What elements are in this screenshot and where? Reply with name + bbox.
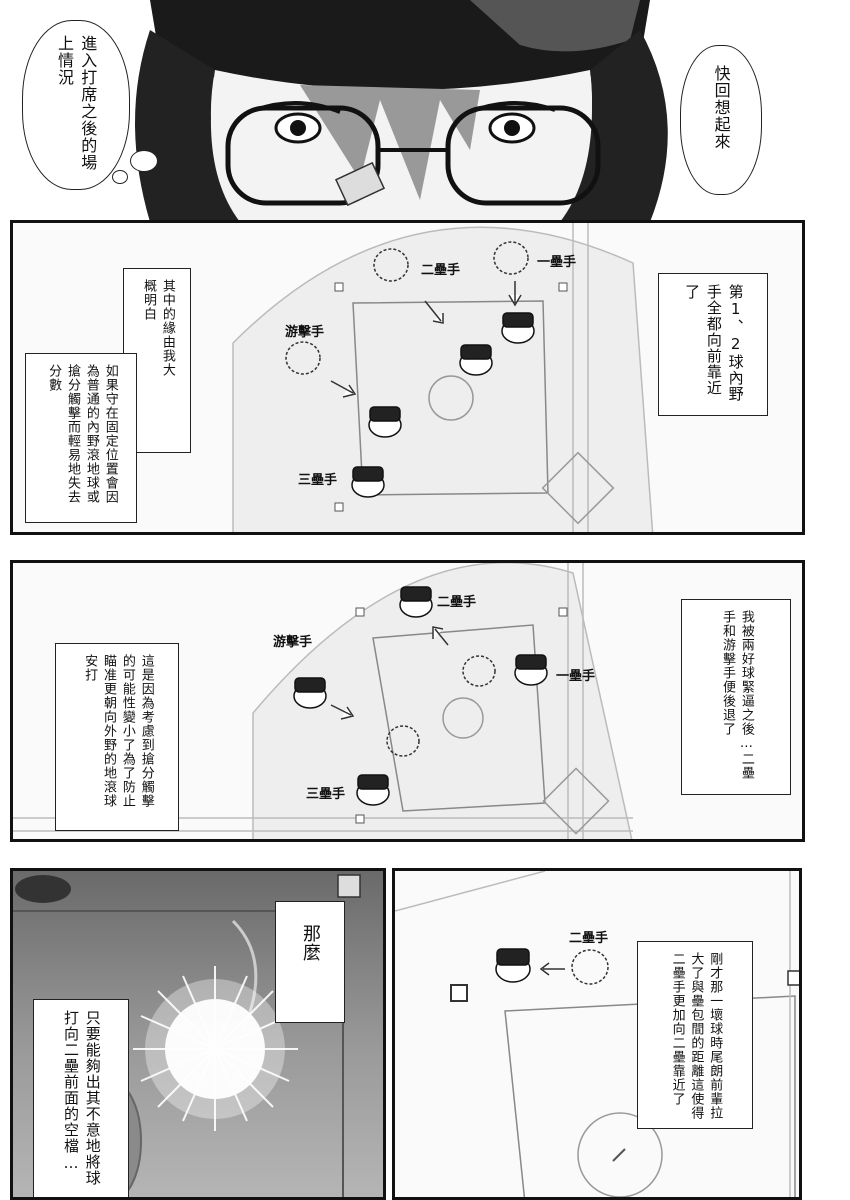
top-face-scene: 進入打席之後的場上情況 快回想起來 bbox=[0, 0, 850, 222]
speech-bubble: 快回想起來 bbox=[680, 45, 762, 195]
thought-bubble-tail-small bbox=[112, 170, 128, 184]
caption-infield-back: 我被兩好球緊逼之後…二壘手和游擊手便後退了 bbox=[681, 599, 791, 795]
thought-bubble: 進入打席之後的場上情況 bbox=[22, 20, 130, 190]
caption-then: 那麼 bbox=[275, 901, 345, 1023]
label-shortstop: 游擊手 bbox=[273, 635, 313, 650]
panel-second-baseman: 二壘手 剛才那一壞球時尾朗前輩拉大了與壘包間的距離這使得二壘手更加向二壘靠近了 bbox=[392, 868, 802, 1200]
thought-bubble-text: 進入打席之後的場上情況 bbox=[55, 35, 98, 171]
caption-explanation: 如果守在固定位置會因為普通的內野滾地球或搶分觸擊而輕易地失去分數 bbox=[25, 353, 137, 523]
label-first-base: 一壘手 bbox=[537, 255, 577, 270]
label-third-base: 三壘手 bbox=[306, 787, 346, 802]
caption-lead-off: 剛才那一壞球時尾朗前輩拉大了與壘包間的距離這使得二壘手更加向二壘靠近了 bbox=[637, 941, 753, 1129]
caption-hit-gap: 只要能夠出其不意地將球打向二壘前面的空檔… bbox=[33, 999, 129, 1197]
panel-burst: 那麼 只要能夠出其不意地將球打向二壘前面的空檔… bbox=[10, 868, 386, 1200]
burst-illustration bbox=[13, 874, 361, 1197]
panel-infield-forward: 二壘手 一壘手 游擊手 三壘手 第1、2球內野手全都向前靠近了 其中的緣由我大概… bbox=[10, 220, 805, 535]
field-diagram-1 bbox=[232, 223, 654, 532]
face-illustration bbox=[135, 0, 668, 222]
panel-infield-back: 二壘手 一壘手 游擊手 三壘手 我被兩好球緊逼之後…二壘手和游擊手便後退了 這是… bbox=[10, 560, 805, 842]
label-second-base: 二壘手 bbox=[421, 263, 461, 278]
label-first-base: 一壘手 bbox=[556, 669, 596, 684]
thought-bubble-tail-large bbox=[130, 150, 158, 172]
label-shortstop: 游擊手 bbox=[285, 325, 325, 340]
speech-bubble-text: 快回想起來 bbox=[711, 65, 731, 150]
label-second-base: 二壘手 bbox=[437, 595, 477, 610]
field-diagram-2 bbox=[13, 563, 633, 839]
label-third-base: 三壘手 bbox=[298, 473, 338, 488]
caption-infield-forward: 第1、2球內野手全都向前靠近了 bbox=[658, 273, 768, 416]
label-second-base: 二壘手 bbox=[569, 931, 609, 946]
caption-reason-back: 這是因為考慮到搶分觸擊的可能性變小了為了防止瞄准更朝向外野的地滾球安打 bbox=[55, 643, 179, 831]
